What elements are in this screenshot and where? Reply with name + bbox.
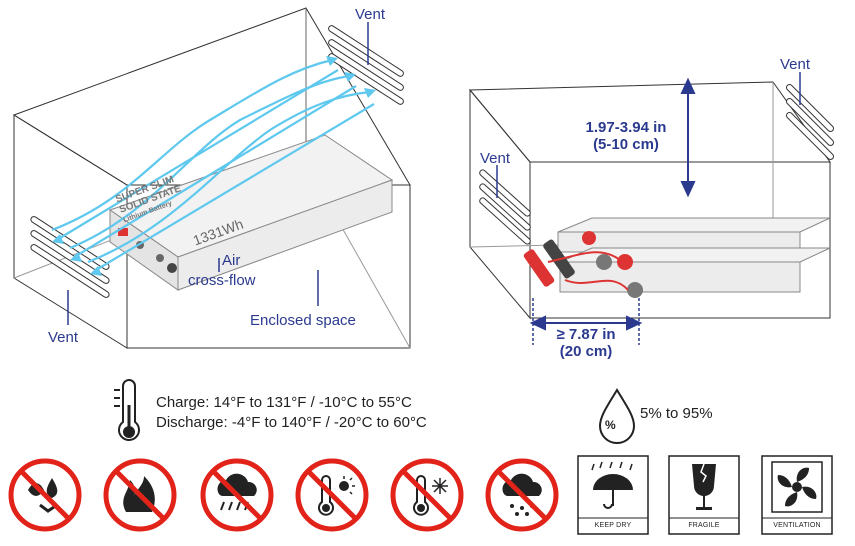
- no-fire-icon: [103, 458, 177, 532]
- width-dimension-in: ≥ 7.87 in: [556, 326, 616, 343]
- discharge-temperature-range: Discharge: -4°F to 140°F / -20°C to 60°C: [156, 414, 427, 431]
- charge-temperature-range: Charge: 14°F to 131°F / -10°C to 55°C: [156, 394, 412, 411]
- left-leader-lines: [67, 22, 369, 325]
- ventilation-symbol: [761, 455, 833, 535]
- right-batteries: [523, 217, 831, 298]
- humidity-drop-icon: [598, 388, 636, 444]
- air-flow-label-line1: Air: [222, 252, 241, 269]
- no-cold-icon: [390, 458, 464, 532]
- height-dimension-arrow: [680, 77, 696, 198]
- width-dimension-cm: (20 cm): [559, 343, 613, 360]
- vent-right-right-slats: [785, 83, 835, 161]
- width-dimension-arrow: [529, 298, 643, 345]
- no-corrosion-icon: [8, 458, 82, 532]
- no-snow-icon: [485, 458, 559, 532]
- airflow-arrows: [51, 58, 375, 271]
- height-dimension-cm: (5-10 cm): [593, 136, 659, 153]
- fan-icon: [771, 461, 823, 513]
- vent-left-top-slats: [328, 25, 404, 105]
- no-heat-icon: [295, 458, 369, 532]
- enclosed-space-label: Enclosed space: [250, 312, 356, 329]
- keep-dry-symbol: [577, 455, 649, 535]
- vent-label-top-left: Vent: [355, 6, 386, 23]
- width-dimension-label: ≥ 7.87 in (20 cm): [540, 326, 632, 360]
- umbrella-icon: [591, 461, 633, 509]
- right-leader-lines: [496, 72, 801, 198]
- airflow-arrowheads: [52, 56, 376, 276]
- keep-dry-caption: KEEP DRY: [594, 522, 632, 529]
- ventilation-caption: VENTILATION: [773, 522, 821, 529]
- vent-label-right-right: Vent: [780, 56, 811, 73]
- no-rain-icon: [200, 458, 274, 532]
- height-dimension-label: 1.97-3.94 in (5-10 cm): [572, 119, 680, 153]
- vent-left-bottom-slats: [30, 216, 110, 298]
- humidity-range: 5% to 95%: [640, 405, 713, 422]
- broken-glass-icon: [692, 463, 716, 510]
- vent-label-bottom-left: Vent: [48, 329, 79, 346]
- air-flow-label-line2: cross-flow: [188, 272, 256, 289]
- fragile-caption: FRAGILE: [688, 522, 720, 529]
- height-dimension-in: 1.97-3.94 in: [585, 119, 667, 136]
- thermometer-icon: [114, 379, 140, 441]
- humidity-percent-symbol: %: [605, 418, 616, 432]
- fragile-symbol: [668, 455, 740, 535]
- vent-label-right-left: Vent: [480, 150, 511, 167]
- vent-right-left-slats: [479, 169, 531, 245]
